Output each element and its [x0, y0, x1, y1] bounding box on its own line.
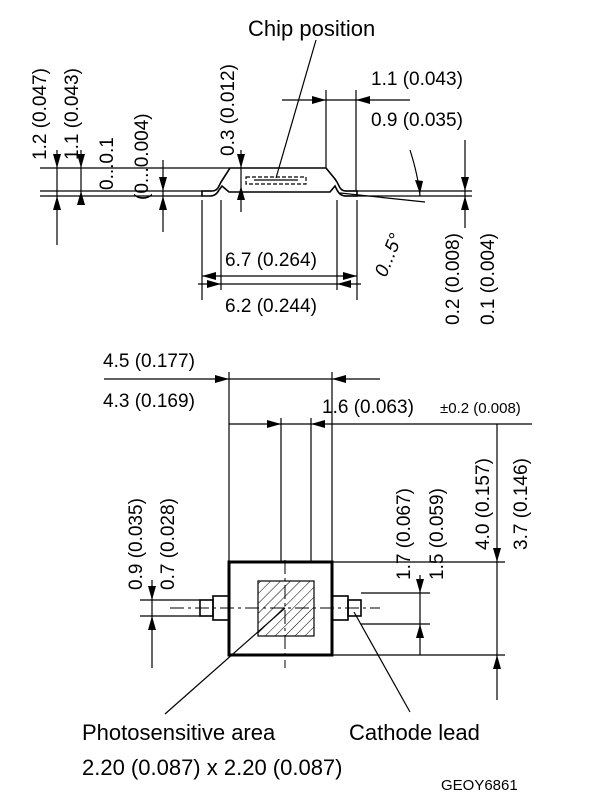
- dim-1-7-label: 1.7 (0.067): [394, 488, 415, 580]
- dim-4-0-label: 4.0 (0.157): [473, 458, 494, 550]
- dim-0-9-label: 0.9 (0.035): [126, 498, 147, 590]
- chip-position-leader: [275, 39, 317, 179]
- arrow-4-5-left: [215, 375, 229, 383]
- dim-6-7-label: 6.7 (0.264): [225, 250, 317, 271]
- arrow-1-1-top-left: [312, 96, 326, 104]
- arrow-6-2-right: [337, 280, 351, 288]
- arrow-1-7-top: [416, 579, 424, 593]
- dim-1-1-top-label: 1.1 (0.043): [371, 69, 463, 90]
- dim-0-1-label: 0.1 (0.004): [478, 233, 499, 325]
- dim-0-7-label: 0.7 (0.028): [158, 498, 179, 590]
- arrow-1-1-top-right: [356, 96, 370, 104]
- arrow-1-1-top: [77, 154, 85, 168]
- arrow-angle: [415, 180, 423, 194]
- dim-3-7-label: 3.7 (0.146): [511, 458, 532, 550]
- arrow-0-9-bot: [148, 616, 156, 630]
- arrow-1-1-bot: [77, 191, 85, 205]
- arrow-0-0-1-top: [159, 177, 167, 191]
- arrow-1-7-bot: [416, 624, 424, 638]
- dim-0-3-label: 0.3 (0.012): [218, 64, 239, 156]
- arrow-1-2-top: [53, 154, 61, 168]
- arrow-0-2-top: [461, 177, 469, 191]
- top-view: 4.5 (0.177) 4.3 (0.169) 1.6 (0.063) ±0.2…: [82, 351, 532, 780]
- dim-4-3-label: 4.3 (0.169): [103, 391, 195, 412]
- arrow-1-6-right: [311, 420, 325, 428]
- arrow-4-5-right: [332, 375, 346, 383]
- cathode-lead-label: Cathode lead: [349, 720, 480, 745]
- arrow-6-7-right: [343, 272, 357, 280]
- arrow-6-2-left: [207, 280, 221, 288]
- chip-position-label: Chip position: [248, 16, 375, 41]
- dim-0-0-004-label: (0...0.004): [132, 113, 153, 200]
- arrow-0-0-1-bot: [159, 196, 167, 210]
- arrow-0-2-bot: [461, 196, 469, 210]
- dim-1-6-label: 1.6 (0.063): [322, 397, 414, 418]
- dim-0-9-label: 0.9 (0.035): [371, 110, 463, 131]
- arrow-0-3-bot: [237, 186, 245, 200]
- arrow-0-9-top: [148, 586, 156, 600]
- photosensitive-size-label: 2.20 (0.087) x 2.20 (0.087): [82, 755, 343, 780]
- photosensitive-area-label: Photosensitive area: [82, 720, 276, 745]
- angle-label: 0...5°: [371, 230, 407, 280]
- dim-1-1-label: 1.1 (0.043): [62, 68, 83, 160]
- dim-4-5-label: 4.5 (0.177): [103, 351, 195, 372]
- arrow-4-0-bot: [493, 655, 501, 669]
- dim-0-0-1-label: 0...0.1: [97, 137, 118, 190]
- arrow-1-2-bot: [53, 196, 61, 210]
- angle-line: [339, 192, 426, 203]
- dim-1-5-label: 1.5 (0.059): [427, 488, 448, 580]
- arrow-0-3-top: [237, 154, 245, 168]
- side-package-body: [201, 167, 358, 197]
- side-view: Chip position 1.2 (0.047) 1.1 (0.043) 0.…: [30, 16, 499, 325]
- cathode-leader: [353, 611, 411, 713]
- drawing-code: GEOY6861: [441, 777, 518, 794]
- dim-6-2-label: 6.2 (0.244): [225, 296, 317, 317]
- dim-0-2-label: 0.2 (0.008): [443, 233, 464, 325]
- dim-1-2-label: 1.2 (0.047): [30, 68, 51, 160]
- arrow-1-6-left: [267, 420, 281, 428]
- dim-1-6-tolerance: ±0.2 (0.008): [440, 400, 521, 417]
- photosensitive-leader: [164, 607, 286, 715]
- arrow-4-0-top: [493, 548, 501, 562]
- arrow-6-7-left: [202, 272, 216, 280]
